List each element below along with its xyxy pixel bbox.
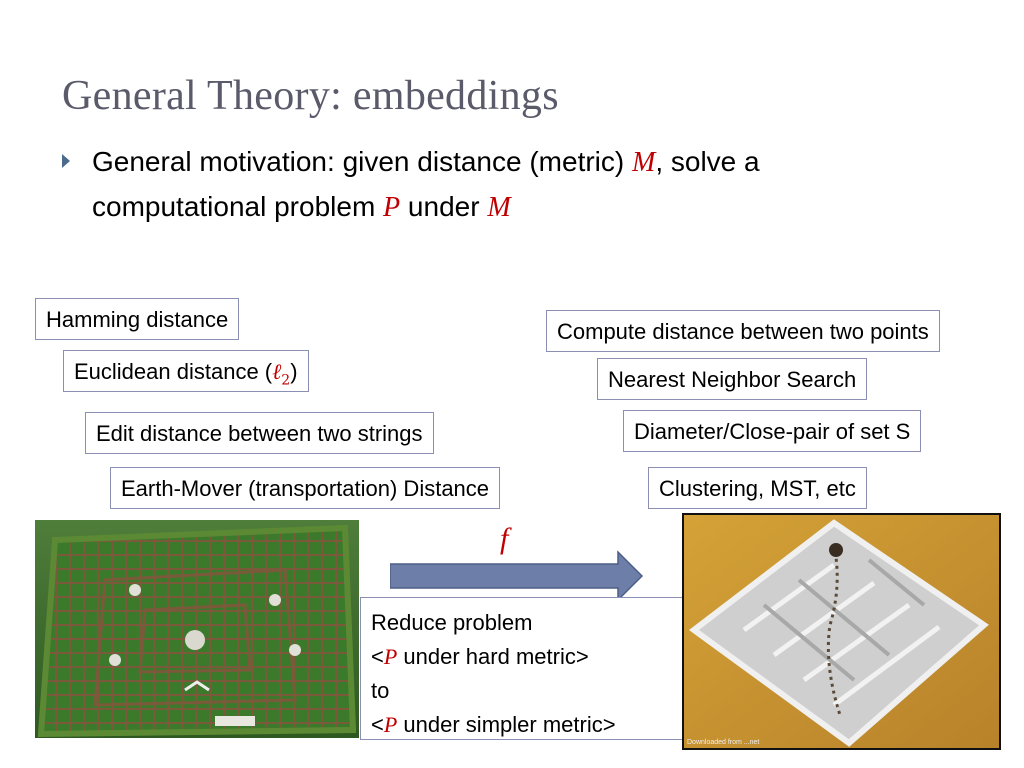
problem-compute-distance: Compute distance between two points <box>546 310 940 352</box>
reduce-line-1: Reduce problem <box>371 610 533 635</box>
reduce-text: under hard metric> <box>397 644 589 669</box>
problem-diameter: Diameter/Close-pair of set S <box>623 410 922 452</box>
metric-hamming: Hamming distance <box>35 298 240 340</box>
ell-subscript: 2 <box>281 372 291 389</box>
maze-model-image <box>684 515 999 748</box>
bullet-text-part: , solve a <box>655 146 760 177</box>
maze-model-photo: Downloaded from ...net <box>682 513 1001 750</box>
map-symbol-f: f <box>500 522 509 555</box>
ell-symbol: ℓ2 <box>272 360 291 389</box>
bullet-motivation: General motivation: given distance (metr… <box>62 140 962 230</box>
arrow-right-icon <box>389 550 644 602</box>
bullet-text-part: computational problem <box>92 191 384 222</box>
metric-earth-mover: Earth-Mover (transportation) Distance <box>110 467 501 509</box>
problem-nearest-neighbor: Nearest Neighbor Search <box>597 358 868 400</box>
symbol-M: M <box>487 192 511 223</box>
metric-edit: Edit distance between two strings <box>85 412 434 454</box>
reduce-text: < <box>371 644 384 669</box>
ell-letter: ℓ <box>272 360 282 385</box>
bullet-text-part: under <box>400 191 488 222</box>
reduce-text: under simpler metric> <box>397 712 616 737</box>
bullet-text-part: General motivation: given distance (metr… <box>92 146 632 177</box>
reduce-line-2: <P under hard metric> <box>371 640 689 674</box>
symbol-P: P <box>383 644 398 669</box>
reduce-problem-box: Reduce problem <P under hard metric> to … <box>360 597 700 740</box>
symbol-P: P <box>383 192 401 223</box>
reduce-text: < <box>371 712 384 737</box>
metric-euclidean: Euclidean distance (ℓ2) <box>63 350 309 392</box>
symbol-P: P <box>383 712 398 737</box>
symbol-M: M <box>632 147 656 178</box>
reduce-line-4: <P under simpler metric> <box>371 708 689 742</box>
metric-euclidean-label: Euclidean distance ( <box>74 359 273 384</box>
reduce-line-3: to <box>371 678 390 703</box>
bullet-text: General motivation: given distance (metr… <box>92 140 962 230</box>
bullet-arrow-icon <box>62 154 70 168</box>
slide-title: General Theory: embeddings <box>62 73 559 119</box>
maze-field-photo <box>35 520 359 738</box>
problem-clustering: Clustering, MST, etc <box>648 467 867 509</box>
maze-field-image <box>35 520 359 738</box>
metric-euclidean-close: ) <box>290 359 298 384</box>
photo-watermark: Downloaded from ...net <box>687 739 760 746</box>
embedding-arrow <box>389 550 645 607</box>
